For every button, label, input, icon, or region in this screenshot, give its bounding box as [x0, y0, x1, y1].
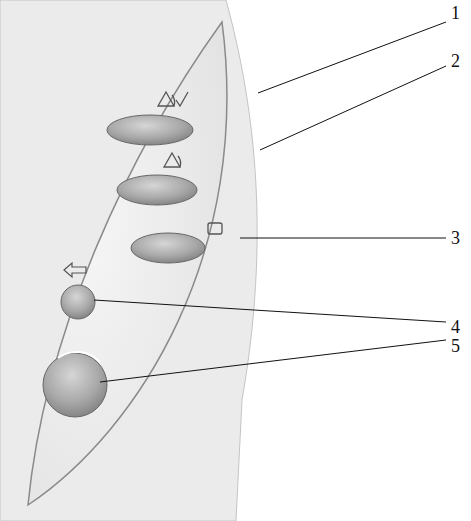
- check-symbol: [176, 92, 188, 106]
- leader-line: [240, 238, 446, 239]
- callout-number: 5: [451, 337, 460, 355]
- callout-number: 2: [451, 52, 460, 70]
- arrow-symbol: [64, 263, 86, 277]
- button: [107, 115, 193, 145]
- leader-lines: [94, 22, 446, 382]
- callout-number: 3: [451, 229, 460, 247]
- button-highlight: [58, 352, 100, 362]
- housing: [0, 0, 257, 521]
- leader-line: [260, 66, 446, 150]
- button-symbol: [208, 223, 222, 234]
- button-symbol: [158, 92, 175, 106]
- callout-number: 4: [451, 318, 460, 336]
- leader-line: [100, 340, 446, 382]
- button: [117, 175, 197, 205]
- button-panel: [28, 22, 227, 505]
- leader-line: [94, 300, 446, 322]
- button: [61, 285, 95, 319]
- leader-line: [258, 22, 446, 93]
- button: [131, 233, 205, 263]
- button-symbol: [164, 153, 181, 167]
- button: [43, 353, 107, 417]
- callout-number: 1: [451, 4, 460, 22]
